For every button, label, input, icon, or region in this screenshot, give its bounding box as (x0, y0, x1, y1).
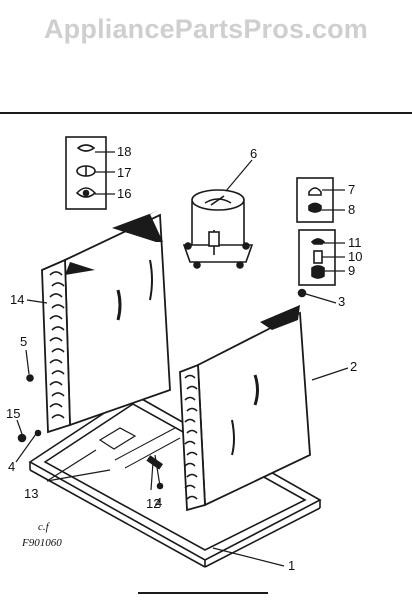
callout-4-bottom: 4 (155, 495, 162, 510)
callout-10: 10 (348, 249, 362, 264)
grommet-parts-box (65, 136, 107, 210)
callout-16: 16 (117, 186, 131, 201)
right-coil (179, 305, 311, 512)
callout-1: 1 (288, 558, 295, 573)
callout-3: 3 (338, 294, 345, 309)
compressor (182, 189, 254, 269)
left-coil (41, 210, 171, 434)
footer-rule (138, 592, 268, 594)
callout-9: 9 (348, 263, 355, 278)
callout-6: 6 (250, 146, 257, 161)
callout-4-left: 4 (8, 459, 15, 474)
callout-17: 17 (117, 165, 131, 180)
callout-15: 15 (6, 406, 20, 421)
leader-lines (15, 151, 349, 567)
callout-13: 13 (24, 486, 38, 501)
callout-7: 7 (348, 182, 355, 197)
callout-labels: 1 2 3 4 4 5 6 7 8 9 10 11 12 13 14 15 16… (6, 144, 362, 573)
base-pan (28, 393, 322, 568)
callout-11: 11 (348, 235, 362, 250)
valve-parts-box (298, 229, 336, 286)
callout-12: 12 (146, 496, 160, 511)
left-coil-tubes (49, 271, 65, 419)
callout-18: 18 (117, 144, 131, 159)
callout-2: 2 (350, 359, 357, 374)
header-rule (0, 112, 412, 114)
callout-5: 5 (20, 334, 27, 349)
watermark-text: AppliancePartsPros.com (43, 14, 368, 44)
figure-code: F901060 (21, 537, 62, 549)
callout-8: 8 (348, 202, 355, 217)
figure-code-mark: c.f (38, 521, 51, 533)
right-coil-tubes (184, 374, 198, 500)
callout-14: 14 (10, 292, 24, 307)
cap-parts-box (296, 177, 334, 223)
